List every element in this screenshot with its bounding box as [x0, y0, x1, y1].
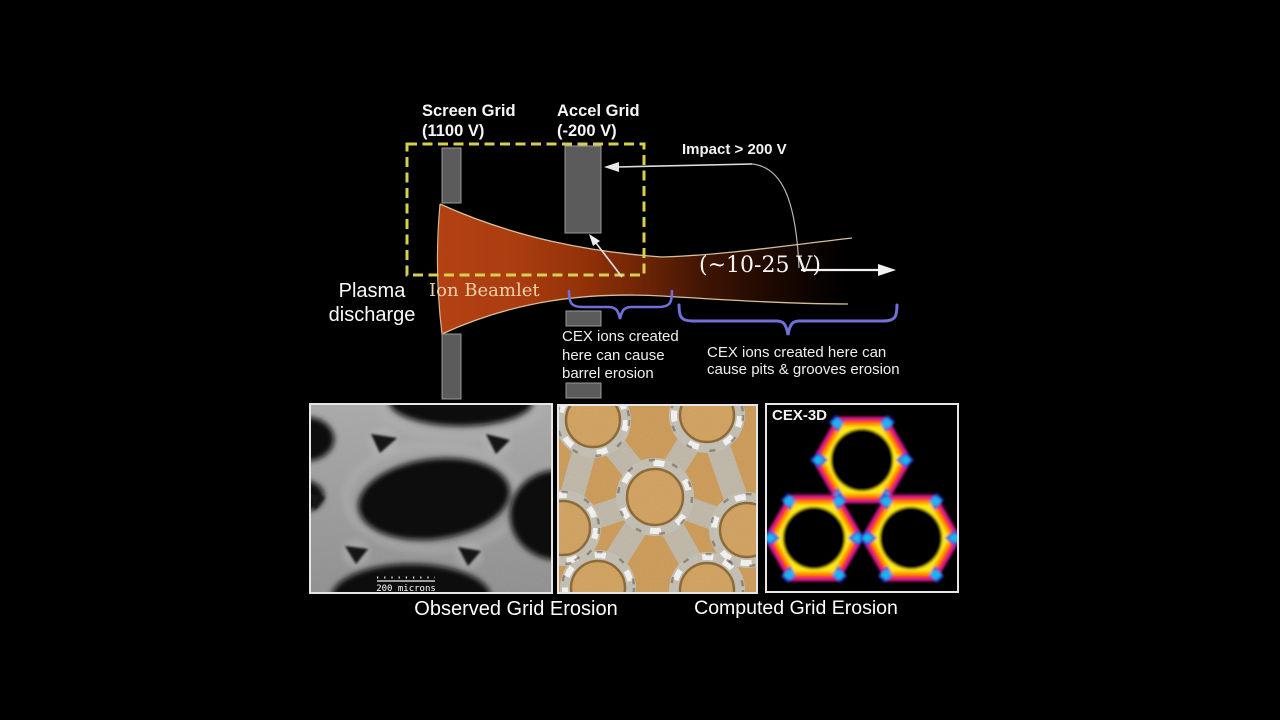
sem-scale-label: 200 microns: [376, 584, 436, 592]
dashed-roi-box: [405, 142, 646, 277]
beam-potential-label: (~10-25 V): [699, 253, 821, 278]
plasma-discharge-label: Plasma discharge: [328, 280, 416, 326]
beam-edge-bottom-line: [441, 294, 849, 335]
sem-panel: 200 microns: [309, 403, 553, 594]
accel-grid-name: Accel Grid: [557, 102, 640, 120]
barrel-erosion-brace: [567, 289, 674, 320]
observed-caption: Observed Grid Erosion: [414, 598, 618, 620]
accel-grid-voltage: (-200 V): [557, 122, 617, 140]
optical-panel: [557, 404, 758, 594]
accel-grid-top-rect: [564, 145, 602, 234]
pits-grooves-note: CEX ions created here can cause pits & g…: [707, 344, 900, 378]
screen-grid-top-rect: [441, 147, 462, 204]
accel-grid-bottom-upper-rect: [565, 310, 602, 327]
accel-grid-bottom-lower-rect: [565, 382, 602, 399]
accel-grid-label: Accel Grid (-200 V): [557, 101, 640, 141]
screen-grid-label: Screen Grid (1100 V): [422, 101, 516, 141]
screen-grid-voltage: (1100 V): [422, 122, 485, 140]
simulation-panel: [765, 403, 959, 593]
cex-impact-arrow: [589, 234, 623, 278]
optical-grid-image: [559, 406, 756, 592]
sem-scale-bar: 200 microns: [376, 576, 436, 592]
barrel-erosion-note: CEX ions created here can cause barrel e…: [562, 328, 679, 382]
impact-voltage-label: Impact > 200 V: [682, 141, 787, 158]
ion-beamlet-label: Ion Beamlet: [429, 280, 540, 301]
cex3d-label: CEX-3D: [772, 407, 828, 424]
computed-caption: Computed Grid Erosion: [694, 597, 898, 619]
beam-mouth-edge: [436, 203, 443, 335]
pits-grooves-brace: [677, 303, 899, 336]
cex3d-image: [767, 405, 957, 591]
beam-edge-top-line: [439, 203, 853, 258]
screen-grid-bottom-rect: [441, 333, 462, 400]
sem-image: 200 microns: [311, 405, 551, 592]
impact-arrow: [604, 162, 753, 172]
screen-grid-name: Screen Grid: [422, 102, 516, 120]
beam-direction-arrow: [801, 264, 896, 276]
ion-trajectory-curve: [751, 163, 800, 269]
